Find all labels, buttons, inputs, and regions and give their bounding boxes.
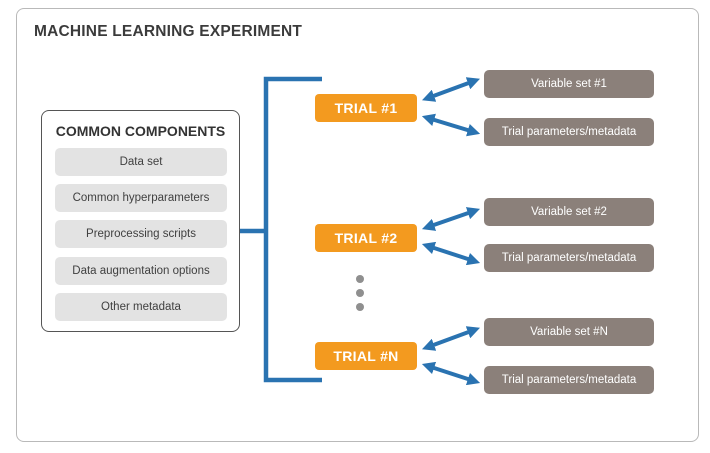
ellipsis-dot bbox=[356, 275, 364, 283]
variable-set-1-box: Variable set #1 bbox=[484, 70, 654, 98]
trial-n-box: TRIAL #N bbox=[315, 342, 417, 370]
arrow-trialn-params bbox=[421, 361, 481, 386]
component-item: Data augmentation options bbox=[55, 257, 227, 285]
component-item: Preprocessing scripts bbox=[55, 220, 227, 248]
trial-1-params-box: Trial parameters/metadata bbox=[484, 118, 654, 146]
variable-set-n-box: Variable set #N bbox=[484, 318, 654, 346]
ellipsis-dot bbox=[356, 303, 364, 311]
common-components-box: COMMON COMPONENTS Data set Common hyperp… bbox=[41, 110, 240, 332]
connector-lines bbox=[240, 76, 481, 386]
bracket-spine bbox=[263, 76, 322, 383]
trial-n-params-box: Trial parameters/metadata bbox=[484, 366, 654, 394]
arrow-trial1-params bbox=[421, 113, 481, 137]
bracket-connector bbox=[240, 76, 322, 383]
diagram-title: MACHINE LEARNING EXPERIMENT bbox=[34, 23, 303, 40]
common-components-title: COMMON COMPONENTS bbox=[55, 123, 226, 139]
variable-set-2-box: Variable set #2 bbox=[484, 198, 654, 226]
arrow-trial2-variable bbox=[421, 207, 481, 231]
diagram-frame: MACHINE LEARNING EXPERIMENT COMMON COMPO… bbox=[16, 8, 699, 442]
component-item: Data set bbox=[55, 148, 227, 176]
arrow-trial1-variable bbox=[421, 77, 481, 102]
trial-2-params-box: Trial parameters/metadata bbox=[484, 244, 654, 272]
arrow-trialn-variable bbox=[421, 326, 481, 351]
ellipsis-dot bbox=[356, 289, 364, 297]
component-item: Common hyperparameters bbox=[55, 184, 227, 212]
component-item: Other metadata bbox=[55, 293, 227, 321]
trial-1-box: TRIAL #1 bbox=[315, 94, 417, 122]
arrow-trial2-params bbox=[421, 241, 481, 266]
trial-2-box: TRIAL #2 bbox=[315, 224, 417, 252]
